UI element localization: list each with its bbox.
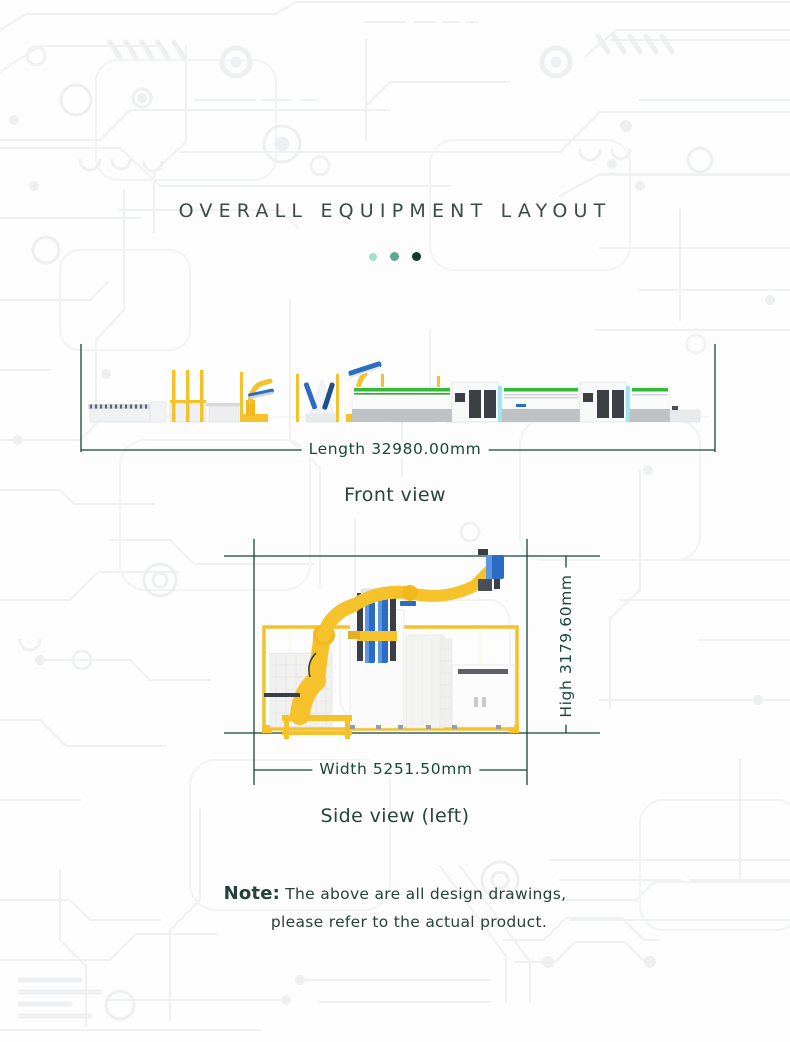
side-view-caption: Side view (left) (320, 805, 470, 827)
indicator-dots (0, 252, 790, 261)
note-text-1: The above are all design drawings, (285, 885, 567, 903)
dot-medium-icon (390, 252, 399, 261)
note-line-1: Note: The above are all design drawings, (0, 880, 790, 908)
note-block: Note: The above are all design drawings,… (0, 880, 790, 936)
title-block: OVERALL EQUIPMENT LAYOUT (0, 200, 790, 261)
note-text-2: please refer to the actual product. (270, 913, 548, 931)
side-view-drawing (224, 539, 600, 785)
side-view-height-dimension: High 3179.60mm (557, 567, 575, 725)
note-label: Note: (223, 883, 281, 904)
front-view-caption: Front view (344, 484, 446, 506)
front-view-drawing (80, 344, 716, 452)
side-view-width-dimension: Width 5251.50mm (312, 760, 480, 778)
dot-light-icon (369, 252, 377, 261)
front-view-length-dimension: Length 32980.00mm (301, 440, 489, 458)
page-title: OVERALL EQUIPMENT LAYOUT (178, 200, 612, 222)
dot-dark-icon (412, 252, 421, 261)
